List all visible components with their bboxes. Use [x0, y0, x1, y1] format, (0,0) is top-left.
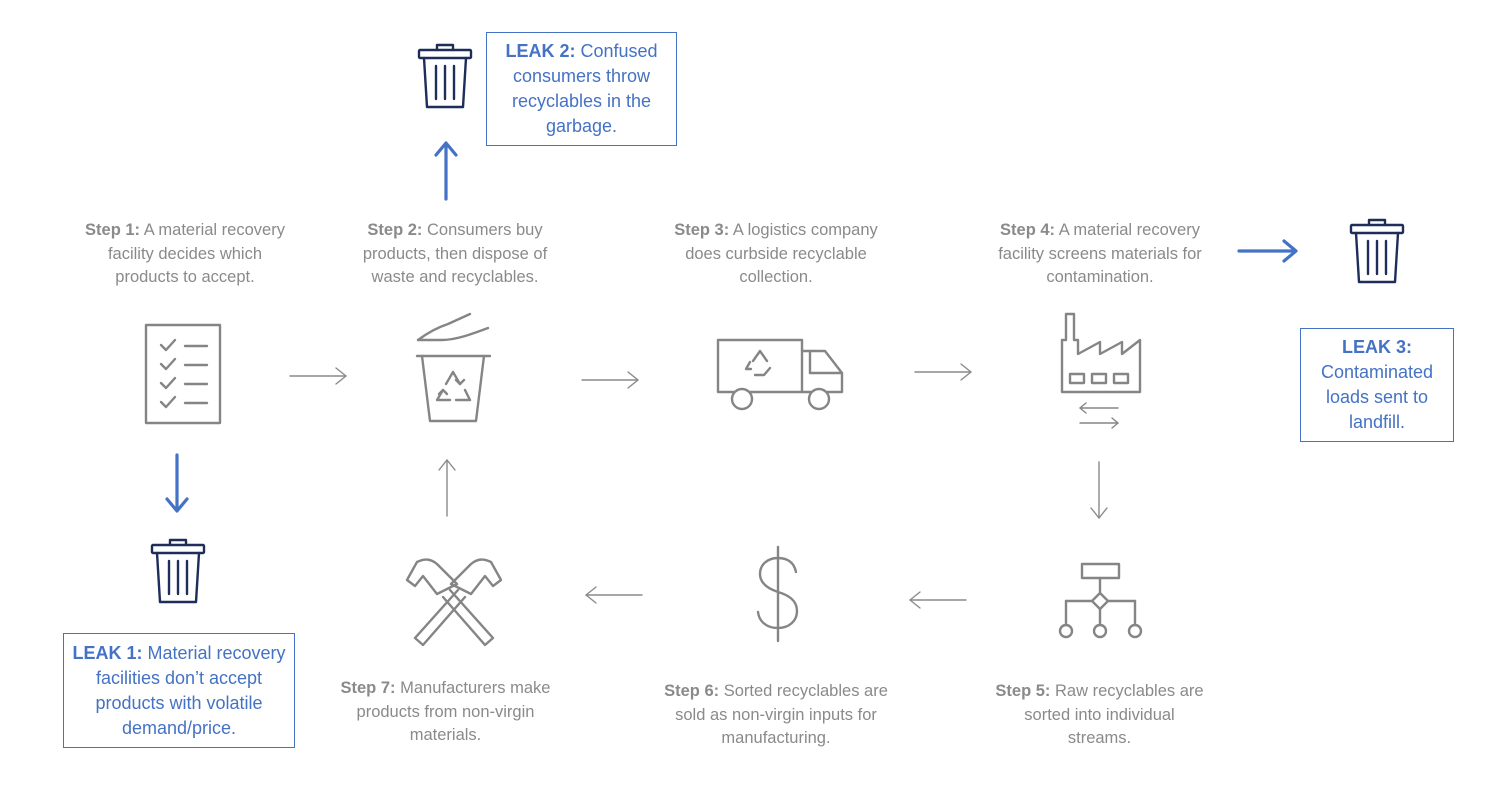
checklist-icon — [144, 323, 222, 425]
step-7-text: Step 7: Manufacturers make products from… — [340, 679, 551, 744]
step-4-text: Step 4: A material recovery facility scr… — [998, 221, 1202, 286]
step-1-text: Step 1: A material recovery facility dec… — [85, 221, 285, 286]
step-6-text: Step 6: Sorted recyclables are sold as n… — [664, 682, 888, 747]
arrow-step5-to-step6 — [909, 591, 967, 609]
leak-2-box: LEAK 2: Confused consumers throw recycla… — [486, 32, 677, 146]
flowchart-icon — [1058, 562, 1143, 639]
trash-bin-icon — [417, 43, 473, 109]
trash-bin-icon — [1349, 218, 1405, 284]
hammers-icon — [405, 558, 503, 647]
arrow-step6-to-step7 — [585, 586, 643, 604]
leak-1-box: LEAK 1: Material recovery facilities don… — [63, 633, 295, 748]
dollar-icon — [756, 545, 799, 643]
arrow-leak-2 — [434, 141, 458, 201]
arrow-leak-1 — [165, 453, 189, 513]
factory-icon — [1060, 312, 1142, 429]
arrow-step1-to-step2 — [289, 367, 347, 385]
step-3-text: Step 3: A logistics company does curbsid… — [674, 221, 878, 286]
leak-3-box: LEAK 3: Contaminated loads sent to landf… — [1300, 328, 1454, 442]
truck-icon — [716, 338, 844, 411]
step-5-text: Step 5: Raw recyclables are sorted into … — [995, 682, 1204, 747]
arrow-step4-to-step5 — [1090, 461, 1108, 519]
arrow-leak-3 — [1237, 239, 1298, 263]
arrow-step7-to-step2 — [438, 459, 456, 517]
step-2-text: Step 2: Consumers buy products, then dis… — [362, 221, 548, 286]
recycling-bin-icon — [415, 312, 492, 423]
arrow-step2-to-step3 — [581, 371, 639, 389]
trash-bin-icon — [150, 538, 206, 604]
arrow-step3-to-step4 — [914, 363, 972, 381]
